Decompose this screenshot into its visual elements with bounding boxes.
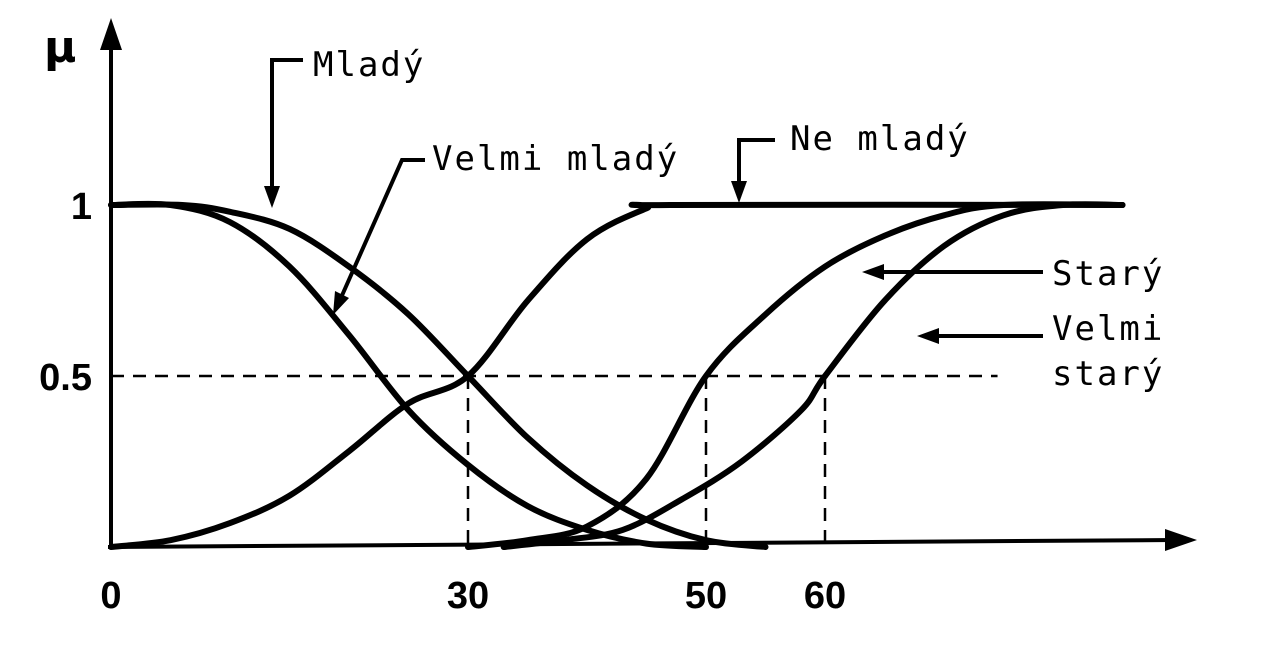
leader-lines [264, 58, 1043, 344]
curve-velmi-mlady [108, 200, 709, 550]
x-tick-label: 0 [100, 575, 121, 617]
x-tick-label: 60 [804, 575, 846, 617]
curve-stary [465, 201, 1126, 550]
arrowhead-ne-mlady [731, 181, 747, 203]
curve-velmi-stary [500, 201, 1126, 550]
y-axis-label: μ [44, 22, 76, 73]
arrowhead-stary [862, 264, 884, 280]
membership-curves [108, 200, 1126, 550]
arrowhead-velmi-mlady [333, 291, 349, 315]
y-tick-labels: 10.5 [39, 186, 92, 399]
x-tick-labels: 0 30 50 60 [100, 575, 846, 617]
leader-mlady [270, 58, 303, 190]
leader-velmi-mlady [338, 158, 425, 301]
y-axis-arrow [100, 18, 122, 50]
label-velmi-stary-line1: Velmi [1052, 309, 1164, 349]
arrowhead-velmi-stary [917, 328, 939, 344]
x-tick-label: 50 [685, 575, 727, 617]
label-ne-mlady: Ne mladý [790, 119, 970, 159]
label-velmi-stary-line2: starý [1052, 354, 1164, 394]
x-axis-arrow [1165, 529, 1197, 551]
label-stary: Starý [1052, 254, 1164, 294]
curve-ne-mlady [108, 201, 1126, 550]
label-mlady: Mladý [313, 45, 425, 85]
y-tick-label: 1 [71, 186, 92, 228]
guide-lines [111, 374, 998, 547]
x-tick-label: 30 [447, 575, 489, 617]
y-tick-label: 0.5 [39, 357, 92, 399]
arrowhead-mlady [264, 186, 280, 208]
leader-ne-mlady [737, 138, 775, 185]
label-velmi-mlady: Velmi mladý [432, 139, 679, 179]
